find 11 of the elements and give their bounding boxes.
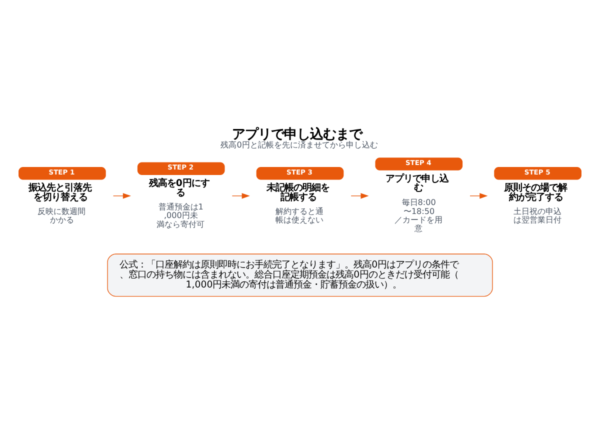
node-label: 振込先と引落先を切り替える — [28, 182, 92, 203]
node-label: 原則その場で解約が完了する — [504, 182, 568, 203]
arrow — [350, 192, 369, 198]
label: 公式：「口座解約は原則即時にお手続完了となります」。残高0円はアプリの条件で、窓口の持ち物には含まれない。総合口座定期預金は残高0円のときだけ受付可能（1,000円未満の寄付は普通預金・貯蓄預金の扱い）。 — [120, 259, 459, 290]
arrow — [232, 192, 250, 198]
node-label: 残高を0円にする — [148, 177, 210, 198]
node-label: アプリで申し込む — [385, 172, 448, 194]
arrow — [470, 192, 488, 198]
arrow — [112, 192, 131, 198]
node-label: 未記帳の明細を記帳する — [266, 182, 330, 203]
diagram-title: アプリで申し込むまで — [232, 126, 362, 142]
